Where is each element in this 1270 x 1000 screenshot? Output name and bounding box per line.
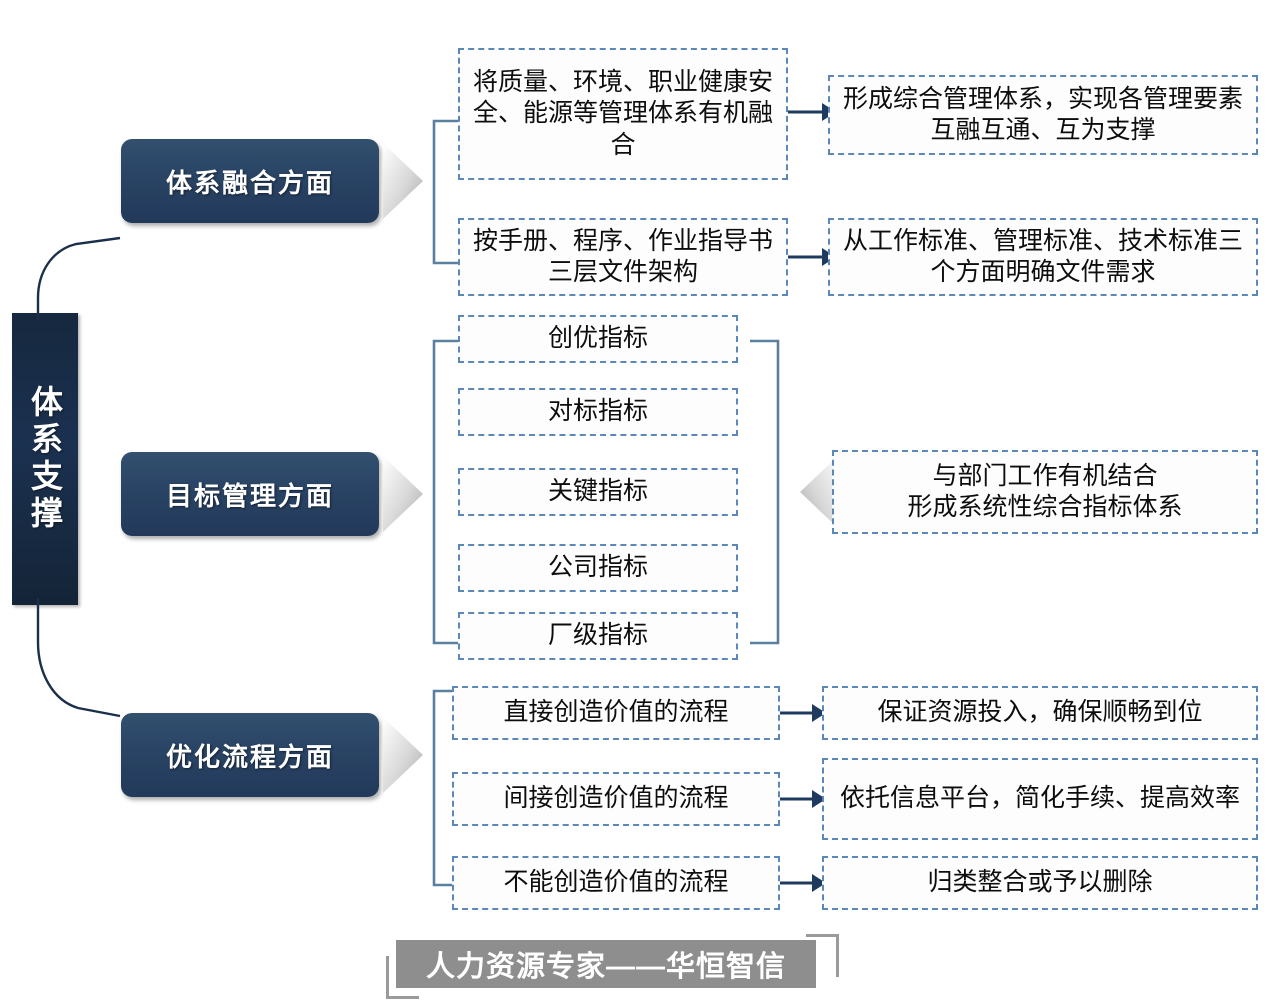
section-title-system-integration[interactable]: 体系融合方面 xyxy=(121,139,379,223)
arrow-right-s3r2 xyxy=(780,785,826,813)
content-box-s3r2-left[interactable]: 间接创造价值的流程 xyxy=(452,772,780,826)
content-box-s3r3-left[interactable]: 不能创造价值的流程 xyxy=(452,856,780,910)
indicator-box-4[interactable]: 公司指标 xyxy=(458,544,738,592)
indicator-box-5[interactable]: 厂级指标 xyxy=(458,612,738,660)
chevron-left-icon-goal-summary xyxy=(798,452,842,532)
footer-corner-bottom-left xyxy=(386,956,419,999)
content-box-s1r2-left[interactable]: 按手册、程序、作业指导书三层文件架构 xyxy=(458,218,788,296)
section-title-process-optimization[interactable]: 优化流程方面 xyxy=(121,713,379,797)
spine-curve-top xyxy=(20,120,130,320)
footer-corner-top-right xyxy=(806,934,839,977)
content-box-s3r1-left[interactable]: 直接创造价值的流程 xyxy=(452,686,780,740)
footer-banner: 人力资源专家——华恒智信 xyxy=(386,934,839,999)
chevron-right-icon-goal-management xyxy=(381,454,425,534)
spine-label: 体系支撑 xyxy=(27,385,63,533)
footer-text: 人力资源专家——华恒智信 xyxy=(396,940,816,988)
content-box-s3r3-right[interactable]: 归类整合或予以删除 xyxy=(822,856,1258,910)
goal-summary-box[interactable]: 与部门工作有机结合 形成系统性综合指标体系 xyxy=(832,450,1258,534)
bracket-system-integration xyxy=(424,118,464,266)
content-box-s3r2-right[interactable]: 依托信息平台，简化手续、提高效率 xyxy=(822,758,1258,840)
bracket-goal-management-left xyxy=(424,338,464,646)
spine-curve-bottom xyxy=(20,598,130,798)
spine-connector-middle xyxy=(20,455,130,545)
goal-summary-line-1: 与部门工作有机结合 xyxy=(932,461,1158,490)
goal-summary-line-2: 形成系统性综合指标体系 xyxy=(907,493,1183,521)
indicator-box-2[interactable]: 对标指标 xyxy=(458,388,738,436)
bracket-goal-management-right xyxy=(748,338,788,646)
section-title-goal-management[interactable]: 目标管理方面 xyxy=(121,452,379,536)
content-box-s1r1-left[interactable]: 将质量、环境、职业健康安全、能源等管理体系有机融合 xyxy=(458,48,788,180)
indicator-box-1[interactable]: 创优指标 xyxy=(458,315,738,363)
bracket-process-optimization xyxy=(424,688,464,888)
spine-bar: 体系支撑 xyxy=(12,313,78,605)
arrow-right-s3r1 xyxy=(780,699,826,727)
content-box-s3r1-right[interactable]: 保证资源投入，确保顺畅到位 xyxy=(822,686,1258,740)
content-box-s1r1-right[interactable]: 形成综合管理体系，实现各管理要素互融互通、互为支撑 xyxy=(828,75,1258,155)
arrow-right-s3r3 xyxy=(780,869,826,897)
indicator-box-3[interactable]: 关键指标 xyxy=(458,468,738,516)
chevron-right-icon-process-optimization xyxy=(381,715,425,795)
chevron-right-icon-system-integration xyxy=(381,141,425,221)
content-box-s1r2-right[interactable]: 从工作标准、管理标准、技术标准三个方面明确文件需求 xyxy=(828,218,1258,296)
